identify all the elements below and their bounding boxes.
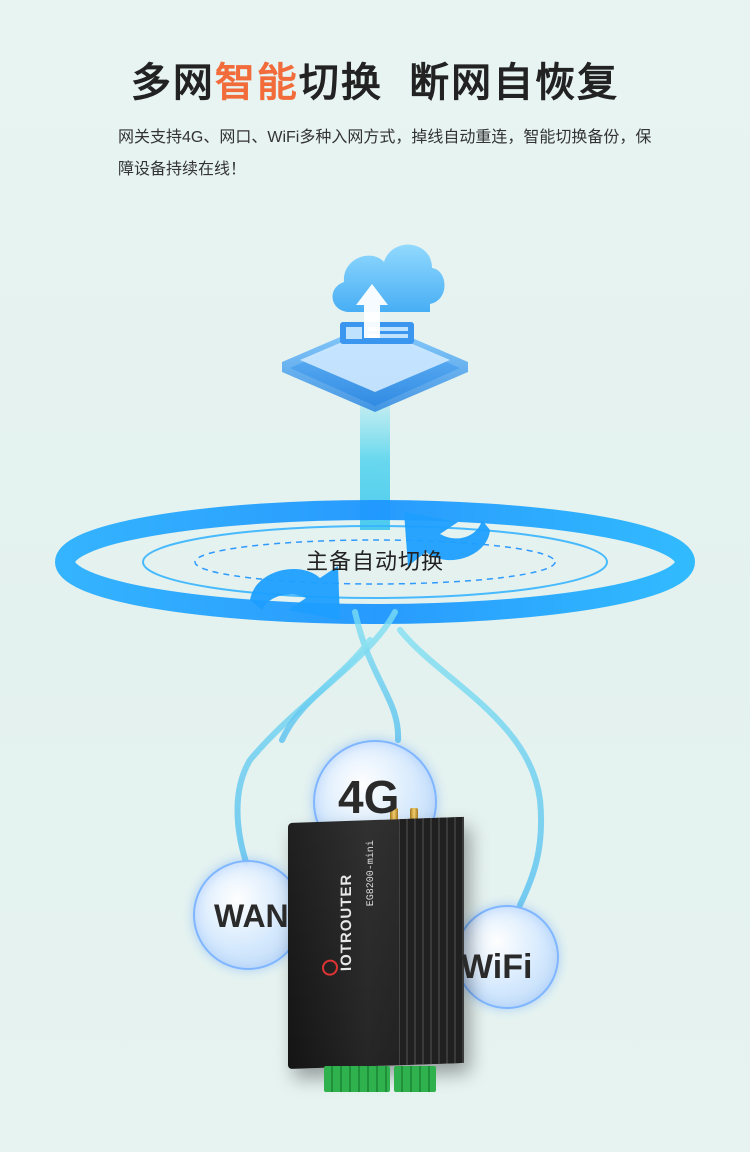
wan-label: WAN — [214, 898, 289, 934]
heat-sink-fins — [399, 816, 464, 1066]
4g-label: 4G — [338, 771, 400, 823]
gateway-device: IOTROUTER EG8200-mini — [288, 816, 464, 1070]
antenna-icon — [410, 808, 418, 824]
antenna-icon — [390, 808, 398, 824]
wifi-label: WiFi — [461, 948, 533, 986]
connection-lines — [234, 609, 545, 908]
device-brand: IOTROUTER — [338, 873, 355, 972]
inner-dashed-ring — [194, 539, 556, 585]
switch-label: 主备自动切换 — [305, 549, 444, 574]
page-description: 网关支持4G、网口、WiFi多种入网方式，掉线自动重连，智能切换备份，保障设备持… — [118, 129, 652, 178]
switch-arrows-icon — [250, 512, 490, 620]
terminal-block — [394, 1066, 436, 1092]
title-highlight: 智能 — [214, 61, 299, 105]
outer-ring — [55, 500, 695, 624]
wan-bubble — [193, 860, 303, 970]
cloud-icon — [282, 244, 468, 412]
device-model: EG8200-mini — [366, 839, 377, 907]
terminal-block — [324, 1066, 390, 1092]
page-title: 多网智能切换 断网自恢复 — [130, 61, 620, 105]
middle-ring — [142, 525, 608, 599]
